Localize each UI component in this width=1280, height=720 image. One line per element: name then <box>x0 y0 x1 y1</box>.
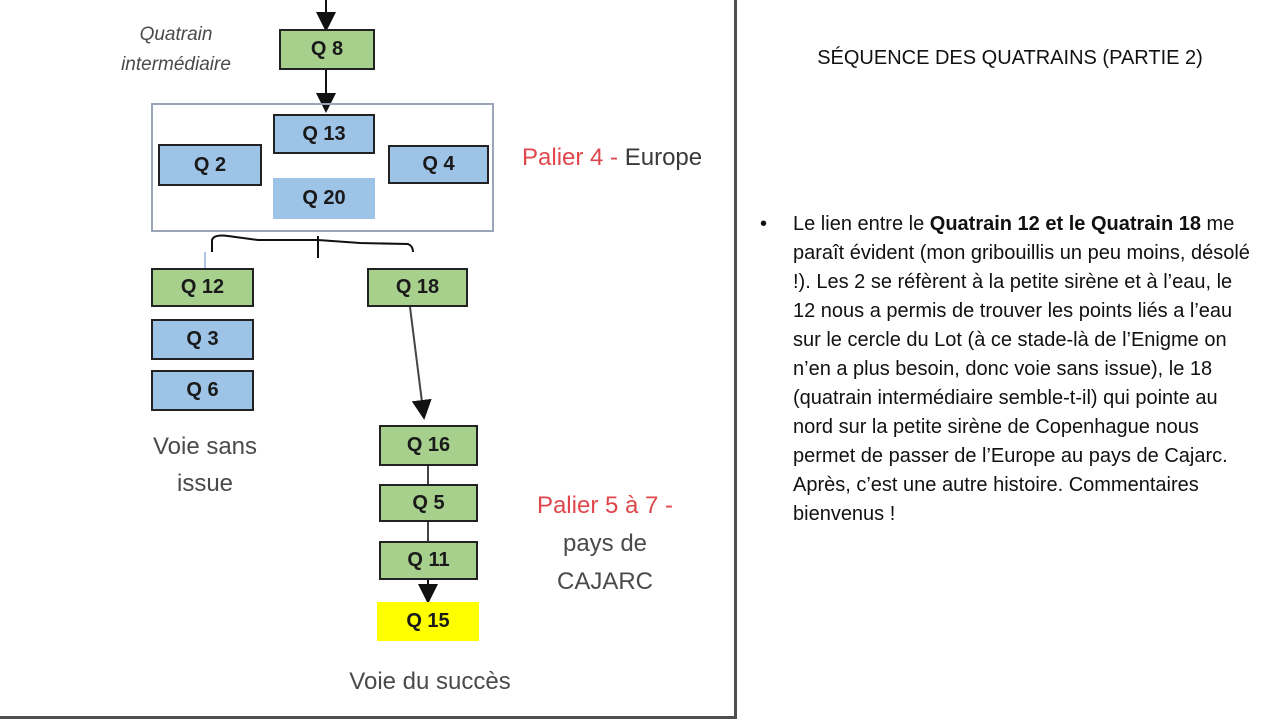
bullet-text: Le lien entre le Quatrain 12 et le Quatr… <box>793 210 1250 529</box>
palier-4-europe-text: Europe <box>618 144 703 171</box>
dead-end-line1: Voie sans <box>152 433 258 460</box>
europe-group-frame <box>151 103 494 232</box>
palier-4-red-text: Palier 4 - <box>522 144 619 171</box>
box-q4: Q 4 <box>388 145 489 184</box>
box-q20: Q 20 <box>273 178 375 219</box>
box-q2: Q 2 <box>158 144 262 186</box>
box-q5: Q 5 <box>379 484 478 522</box>
dead-end-caption: Voie sans issue <box>130 428 280 502</box>
intermediate-label-line2: intermédiaire <box>121 54 231 75</box>
intermediate-quatrain-label: Quatrain intermédiaire <box>96 20 256 80</box>
palier-5-7-red-text: Palier 5 à 7 - <box>536 492 674 519</box>
palier-5-7-line3: CAJARC <box>556 568 653 595</box>
intermediate-label-line1: Quatrain <box>139 24 213 45</box>
box-q13: Q 13 <box>273 114 375 154</box>
box-q18: Q 18 <box>367 268 468 307</box>
slide-title: SÉQUENCE DES QUATRAINS (PARTIE 2) <box>817 47 1203 69</box>
box-q12: Q 12 <box>151 268 254 307</box>
palier-4-label: Palier 4 - Europe <box>522 144 702 172</box>
diagram-connectors <box>151 0 494 604</box>
arrow-q18-to-q16 <box>409 306 432 420</box>
bullet-text-intro: Le lien entre le <box>793 213 930 235</box>
bracket-scribble <box>211 234 414 253</box>
success-path-caption: Voie du succès <box>349 668 511 695</box>
bullet-point: • Le lien entre le Quatrain 12 et le Qua… <box>760 210 1250 529</box>
box-q8: Q 8 <box>279 29 375 70</box>
box-q11: Q 11 <box>379 541 478 580</box>
palier-5-7-line2: pays de <box>562 530 648 557</box>
box-q6: Q 6 <box>151 370 254 411</box>
bullet-text-body: me paraît évident (mon gribouillis un pe… <box>793 213 1250 525</box>
box-q16: Q 16 <box>379 425 478 466</box>
diagram-panel: Quatrain intermédiaire Q 8 Q 13 Q 2 Q 4 … <box>0 0 737 719</box>
box-q15: Q 15 <box>377 602 479 641</box>
palier-5-7-label: Palier 5 à 7 - pays de CAJARC <box>520 487 690 601</box>
box-q3: Q 3 <box>151 319 254 360</box>
bullet-marker: • <box>760 213 768 235</box>
bullet-text-bold: Quatrain 12 et le Quatrain 18 <box>929 213 1201 235</box>
dead-end-line2: issue <box>176 470 234 497</box>
